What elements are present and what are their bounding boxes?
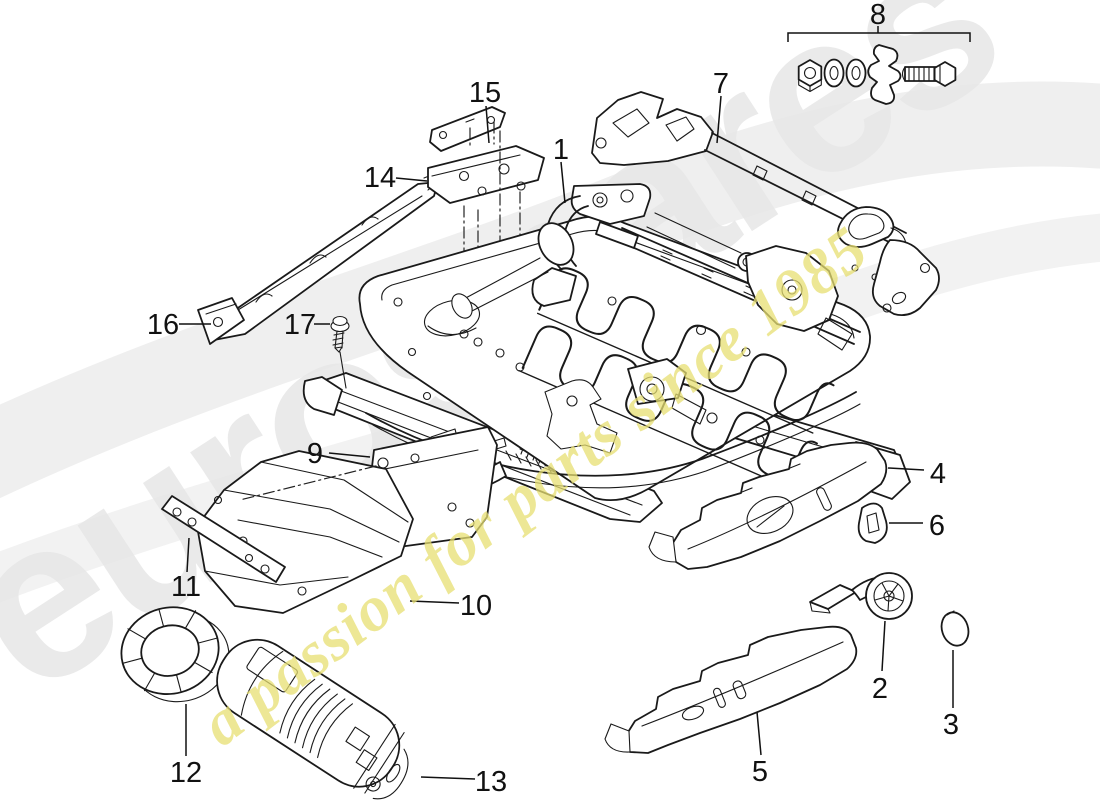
callout-14: 14 — [364, 162, 396, 194]
diagram-line-art — [120, 44, 970, 800]
part-16-rail-channel — [197, 173, 439, 345]
leader-line-7 — [716, 95, 722, 144]
leader-line-11 — [186, 537, 190, 573]
part-7-cross-brace — [591, 91, 940, 317]
washers — [823, 58, 867, 88]
callout-12: 12 — [170, 757, 202, 789]
callout-5: 5 — [752, 756, 768, 788]
callout-16: 16 — [147, 309, 179, 341]
part-5-trim-panel — [604, 625, 858, 754]
part-4-trim-panel — [648, 441, 888, 570]
callout-8: 8 — [870, 0, 886, 31]
part-3-cap — [940, 610, 970, 647]
floor-bracket — [544, 379, 618, 454]
callouts: 1 2 3 4 5 6 7 8 9 10 11 12 13 14 15 16 1… — [147, 0, 971, 798]
callout-7: 7 — [713, 68, 729, 100]
leader-line-4 — [887, 467, 925, 471]
callout-11: 11 — [171, 571, 201, 603]
bracket-8 — [787, 26, 971, 42]
part-8-fastener-kit — [797, 44, 957, 105]
part-14-adapter-plate — [427, 145, 545, 204]
part-13-cylinder — [216, 638, 409, 800]
leader-line-5 — [756, 711, 762, 756]
callout-15: 15 — [469, 77, 501, 109]
callout-9: 9 — [307, 438, 323, 470]
part-2-handle — [809, 572, 913, 620]
callout-6: 6 — [929, 510, 945, 542]
callout-13: 13 — [475, 766, 507, 798]
leader-line-10 — [409, 600, 460, 604]
latch-mechanism — [627, 358, 718, 425]
leader-line-14 — [395, 177, 428, 182]
leader-line-2 — [881, 620, 886, 672]
backrest-hinge — [451, 183, 757, 319]
part-12-lock-ring — [120, 606, 230, 703]
leader-line-13 — [420, 776, 476, 780]
leader-line-15 — [485, 105, 490, 144]
part-17-screw — [330, 315, 350, 389]
leader-line-1 — [560, 161, 566, 204]
nut — [797, 59, 823, 93]
part-10-tray — [196, 450, 414, 614]
callout-17: 17 — [284, 309, 316, 341]
bracket-9-centerline — [239, 465, 377, 501]
callout-3: 3 — [943, 709, 959, 741]
callout-2: 2 — [872, 673, 888, 705]
part-11-strip — [161, 495, 286, 583]
cam-wedge — [867, 44, 902, 105]
callout-1: 1 — [553, 134, 569, 166]
bolt — [901, 61, 957, 87]
part-6-clip — [857, 502, 888, 544]
leader-line-9 — [328, 452, 371, 458]
callout-4: 4 — [930, 458, 946, 490]
callout-10: 10 — [460, 590, 492, 622]
right-pivot-bracket — [745, 245, 853, 351]
